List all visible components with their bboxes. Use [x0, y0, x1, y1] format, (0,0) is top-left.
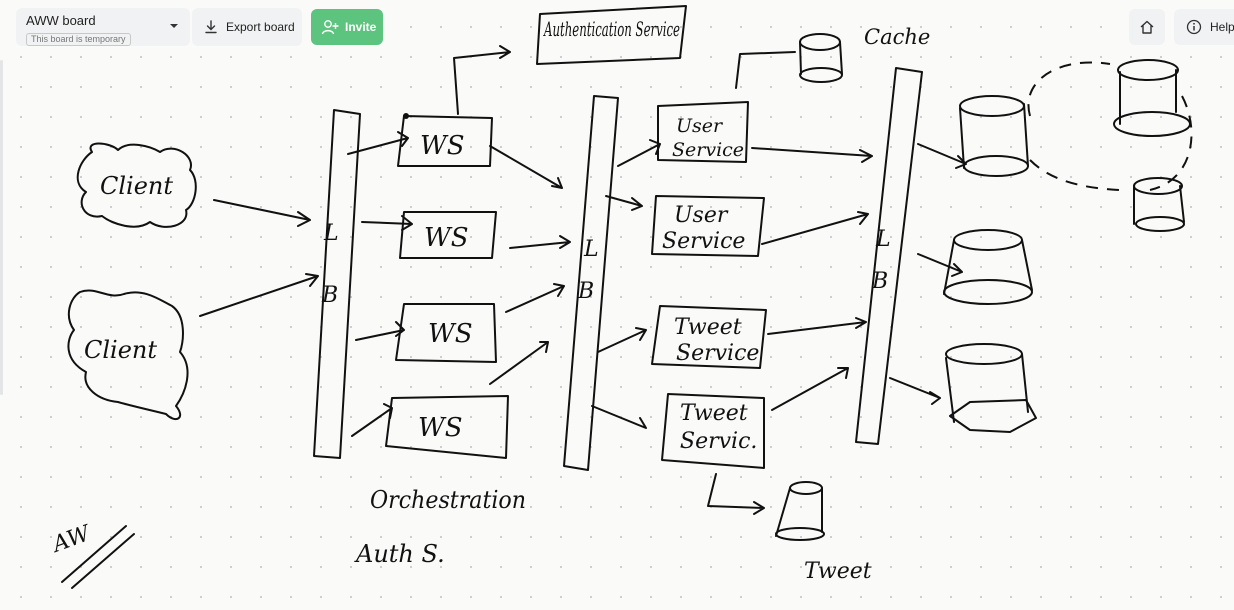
- ws-box-3: WS: [395, 303, 497, 363]
- auth-service-box: Authentication Service: [536, 5, 687, 65]
- user-service-box-2: User Service: [651, 195, 765, 257]
- canvas-scrollbar[interactable]: [0, 60, 3, 395]
- temporary-board-badge: This board is temporary: [26, 33, 131, 46]
- tweet-db: [775, 481, 825, 541]
- cache-label: Cache: [864, 25, 930, 49]
- auth-note: Auth S.: [354, 540, 445, 568]
- ws-1-label: WS: [420, 131, 465, 161]
- top-toolbar: AWW board This board is temporary Export…: [0, 0, 1234, 56]
- load-balancer-2: L B: [563, 95, 619, 471]
- add-user-icon: [321, 20, 339, 35]
- chevron-down-icon[interactable]: [168, 20, 180, 32]
- user-service-1-line2: Service: [672, 139, 744, 161]
- ws-box-4: WS: [385, 395, 509, 459]
- lb-3-top: L: [875, 227, 891, 252]
- export-board-button[interactable]: Export board: [192, 8, 302, 46]
- user-service-2-line1: User: [674, 203, 729, 228]
- signature: AW: [48, 520, 135, 589]
- lb-3-bottom: B: [871, 269, 888, 294]
- db-cylinder-3: [945, 343, 1037, 433]
- user-service-1-line1: User: [676, 115, 724, 137]
- help-label: Help: [1210, 20, 1234, 34]
- load-balancer-1: L B: [313, 109, 361, 459]
- board-menu[interactable]: AWW board This board is temporary: [16, 8, 190, 46]
- tweet-service-1-line1: Tweet: [674, 315, 742, 340]
- invite-label: Invite: [345, 20, 377, 34]
- user-service-box-1: User Service: [657, 101, 749, 163]
- ws-3-label: WS: [428, 319, 473, 349]
- cache-db: [735, 33, 843, 89]
- ws-2-label: WS: [424, 223, 469, 253]
- tweet-service-box-1: Tweet Service: [651, 305, 767, 369]
- client-1-label: Client: [100, 172, 173, 200]
- download-icon: [205, 20, 217, 34]
- home-icon: [1140, 20, 1154, 34]
- help-button[interactable]: Help: [1174, 9, 1234, 45]
- user-service-2-line2: Service: [662, 229, 745, 254]
- tweet-service-2-line2: Servic.: [680, 429, 757, 454]
- client-2-label: Client: [84, 336, 157, 364]
- board-title: AWW board: [26, 13, 96, 28]
- signature-text: AW: [48, 520, 96, 558]
- lb-2-top: L: [583, 237, 599, 262]
- load-balancer-3: L B: [855, 67, 923, 445]
- ws-box-1: WS: [397, 113, 493, 167]
- lb-2-bottom: B: [577, 279, 594, 304]
- db-replica-1: [1113, 59, 1191, 137]
- home-button[interactable]: [1129, 9, 1165, 45]
- tweet-service-box-2: Tweet Servic.: [661, 393, 765, 469]
- client-1: Client: [76, 142, 197, 228]
- tweet-service-1-line2: Service: [676, 341, 759, 366]
- auth-service-label: Authentication Service: [543, 17, 680, 41]
- lb-1-bottom: B: [321, 283, 338, 308]
- client-2: Client: [67, 289, 189, 421]
- orchestration-note: Orchestration: [370, 486, 526, 514]
- info-icon: [1186, 19, 1202, 35]
- tweet-db-label: Tweet: [804, 559, 872, 584]
- tweet-service-2-line1: Tweet: [680, 401, 748, 426]
- export-board-label: Export board: [226, 20, 295, 34]
- lb-1-top: L: [323, 221, 339, 246]
- db-replica-2: [1133, 177, 1185, 232]
- db-cylinder-2: [943, 229, 1033, 305]
- db-cylinder-1: [959, 95, 1029, 177]
- ws-4-label: WS: [418, 413, 463, 443]
- ws-box-2: WS: [399, 211, 497, 259]
- invite-button[interactable]: Invite: [311, 9, 383, 45]
